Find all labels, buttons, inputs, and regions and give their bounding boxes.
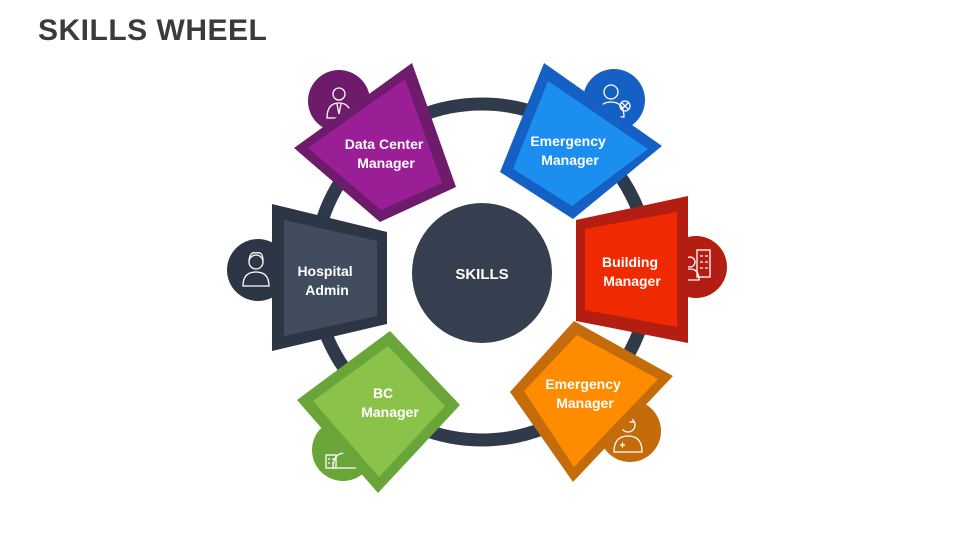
segment-inner xyxy=(524,335,658,467)
segment-inner xyxy=(313,346,445,477)
segment-building-manager: Building Manager xyxy=(576,196,727,343)
segment-label: Building Manager xyxy=(602,254,662,289)
segment-label: Emergency Manager xyxy=(530,133,609,168)
center-label: SKILLS xyxy=(455,266,508,283)
segment-label: Hospital Admin xyxy=(297,263,356,298)
segment-label: Emergency Manager xyxy=(545,376,624,411)
segment-inner xyxy=(284,220,377,336)
segment-hospital-admin: Hospital Admin xyxy=(227,204,387,351)
building-manager-icon xyxy=(680,249,711,281)
segment-inner xyxy=(585,212,677,327)
segment-bc-manager: BC Manager xyxy=(297,331,460,493)
segment-inner xyxy=(308,79,442,210)
segment-emergency-manager-bottom: Emergency Manager xyxy=(510,321,673,482)
woman-admin-icon xyxy=(242,252,270,287)
segment-emergency-manager-top: Emergency Manager xyxy=(500,63,662,219)
segment-data-center-manager: Data Center Manager xyxy=(294,63,456,222)
page-title: SKILLS WHEEL xyxy=(38,14,268,47)
segment-label: BC Manager xyxy=(361,385,419,420)
segment-inner xyxy=(513,81,648,206)
center-circle xyxy=(412,203,552,343)
center-hub: SKILLS xyxy=(412,203,552,343)
segment-label: Data Center Manager xyxy=(345,136,427,171)
